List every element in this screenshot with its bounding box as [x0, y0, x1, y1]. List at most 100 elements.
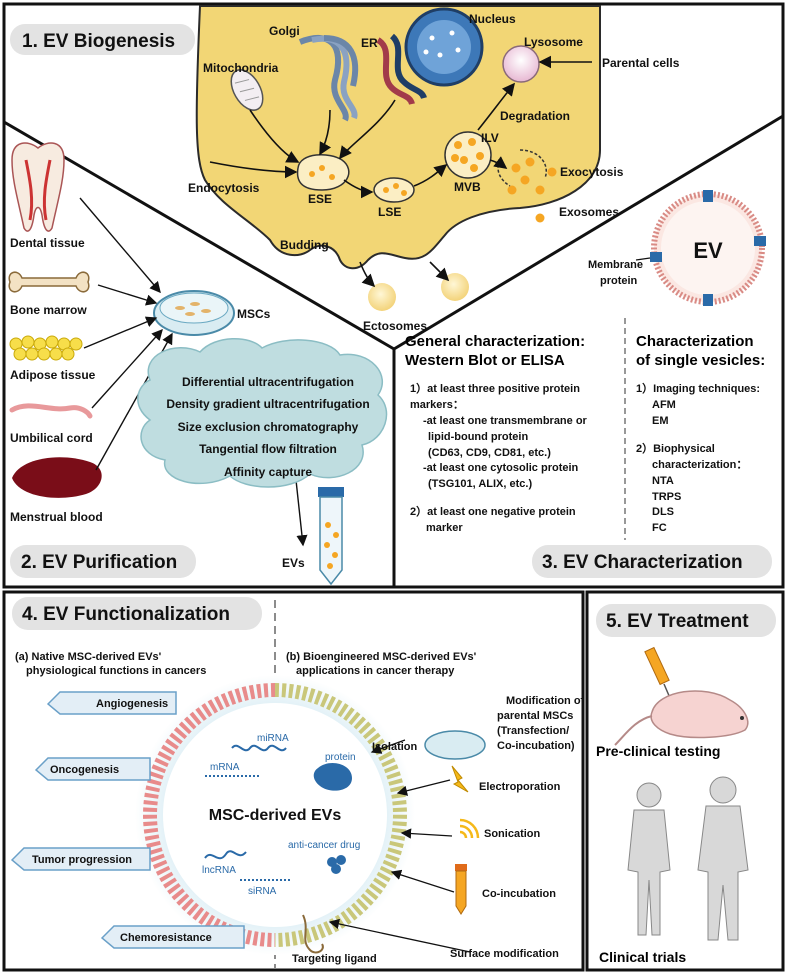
electroporation-icon [451, 765, 469, 793]
svg-text:4. EV Functionalization: 4. EV Functionalization [22, 604, 230, 625]
method-electroporation: Electroporation [479, 781, 561, 793]
bio-title-0: (b) Bioengineered MSC-derived EVs' [286, 651, 477, 663]
svg-text:5. EV Treatment: 5. EV Treatment [606, 611, 749, 632]
general-item-8: marker [426, 522, 463, 534]
svg-text:3. EV Characterization: 3. EV Characterization [542, 552, 743, 573]
native-function-2: Tumor progression [32, 854, 132, 866]
ev-vesicle-icon: EV [650, 190, 766, 306]
native-title-0: (a) Native MSC-derived EVs' [15, 651, 162, 663]
single-item-2: EM [652, 415, 669, 427]
tooth-icon [11, 142, 65, 232]
single-item-5: NTA [652, 475, 674, 487]
label-mscs: MSCs [237, 307, 271, 321]
er-icon [376, 33, 427, 106]
menstrual-blood-icon [12, 457, 102, 498]
ectosome-1 [368, 283, 396, 311]
bio-title-1: applications in cancer therapy [296, 665, 455, 677]
single-item-8: FC [652, 522, 667, 534]
center-label: MSC-derived EVs [209, 807, 342, 824]
general-item-0: 1）at least three positive protein [410, 382, 580, 395]
petri-dish-icon [153, 290, 235, 336]
svg-text:1. EV Biogenesis: 1. EV Biogenesis [22, 31, 175, 52]
label-targeting: Targeting ligand [292, 953, 377, 965]
tube-icon [318, 487, 344, 586]
general-item-2: -at least one transmembrane or [423, 415, 588, 427]
single-item-3: 2）Biophysical [636, 442, 715, 455]
humans-icon [627, 776, 749, 941]
method-sonication: Sonication [484, 828, 541, 840]
section5-header: 5. EV Treatment [596, 604, 776, 637]
label-budding: Budding [280, 238, 329, 252]
label-endocytosis: Endocytosis [188, 181, 260, 195]
native-function-3: Chemoresistance [120, 932, 212, 944]
drug-icon [327, 855, 346, 874]
section3-header: 3. EV Characterization [532, 545, 772, 578]
adipose-icon [9, 335, 83, 361]
general-item-5: -at least one cytosolic protein [423, 462, 579, 474]
general-item-1: markers： [410, 399, 464, 411]
method-0: Differential ultracentrifugation [182, 375, 354, 389]
native-function-0: Angiogenesis [96, 698, 168, 710]
parental-cell [195, 5, 601, 270]
single-title-1: of single vesicles: [636, 352, 765, 369]
source-3: Umbilical cord [10, 431, 93, 445]
sonication-icon [459, 818, 480, 839]
label-ev: EV [693, 238, 723, 263]
treatment-frame [585, 590, 785, 972]
label-parental-cells: Parental cells [602, 56, 680, 70]
bone-icon [8, 271, 90, 293]
native-function-1: Oncogenesis [50, 764, 119, 776]
bio-method-arrows [328, 739, 471, 953]
label-nucleus: Nucleus [469, 12, 516, 26]
label-ese: ESE [308, 192, 332, 206]
general-item-7: 2）at least one negative protein [410, 505, 576, 518]
divider-right [393, 114, 784, 351]
label-degradation: Degradation [500, 109, 570, 123]
mitochondria-icon [230, 69, 264, 111]
method-surface-modification: Surface modification [450, 948, 559, 960]
msc-ev-membrane [135, 675, 415, 955]
general-item-6: (TSG101, ALIX, etc.) [428, 478, 532, 490]
general-item-4: (CD63, CD9, CD81, etc.) [428, 447, 551, 459]
mouse-icon [614, 690, 749, 746]
cargo-sirna: siRNA [248, 886, 277, 897]
label-lse: LSE [378, 205, 401, 219]
membrane-protein-pointer [635, 257, 651, 261]
svg-text:2. EV Purification: 2. EV Purification [21, 552, 177, 573]
modification-dish-icon [424, 730, 486, 760]
source-1: Bone marrow [10, 303, 87, 317]
method-co-incubation: Co-incubation [482, 888, 556, 900]
label-ectosomes: Ectosomes [363, 319, 427, 333]
label-mitochondria: Mitochondria [203, 61, 279, 75]
protein-icon [313, 763, 352, 791]
label-membrane-0: Membrane [588, 259, 643, 271]
modification-1: parental MSCs [497, 710, 573, 722]
source-4: Menstrual blood [10, 510, 103, 524]
umbilical-cord-icon [9, 403, 93, 419]
label-membrane-1: protein [600, 275, 638, 287]
method-1: Density gradient ultracentrifugation [166, 397, 369, 411]
co-incubation-tube-icon [455, 864, 467, 915]
section4-header: 4. EV Functionalization [12, 597, 262, 630]
divider-left [3, 120, 395, 351]
general-title-1: Western Blot or ELISA [405, 352, 565, 369]
section1-header: 1. EV Biogenesis [10, 24, 195, 55]
lse-vesicle [373, 177, 415, 203]
label-clinical: Clinical trials [599, 949, 686, 965]
single-item-6: TRPS [652, 491, 681, 503]
label-isolation: Isolation [372, 741, 418, 753]
general-title-0: General characterization: [405, 333, 585, 350]
nucleus-icon [404, 7, 484, 87]
label-exocytosis: Exocytosis [560, 165, 624, 179]
golgi-icon [298, 34, 359, 122]
lysosome-icon [502, 45, 540, 83]
purification-cloud [137, 337, 388, 488]
mvb-vesicle [444, 131, 492, 179]
mirna-icon [231, 744, 287, 752]
single-title-0: Characterization [636, 333, 754, 350]
source-2: Adipose tissue [10, 368, 96, 382]
lncrna-icon [204, 850, 247, 860]
cargo-lncrna: lncRNA [202, 865, 236, 876]
method-2: Size exclusion chromatography [178, 420, 359, 434]
method-4: Affinity capture [224, 465, 312, 479]
